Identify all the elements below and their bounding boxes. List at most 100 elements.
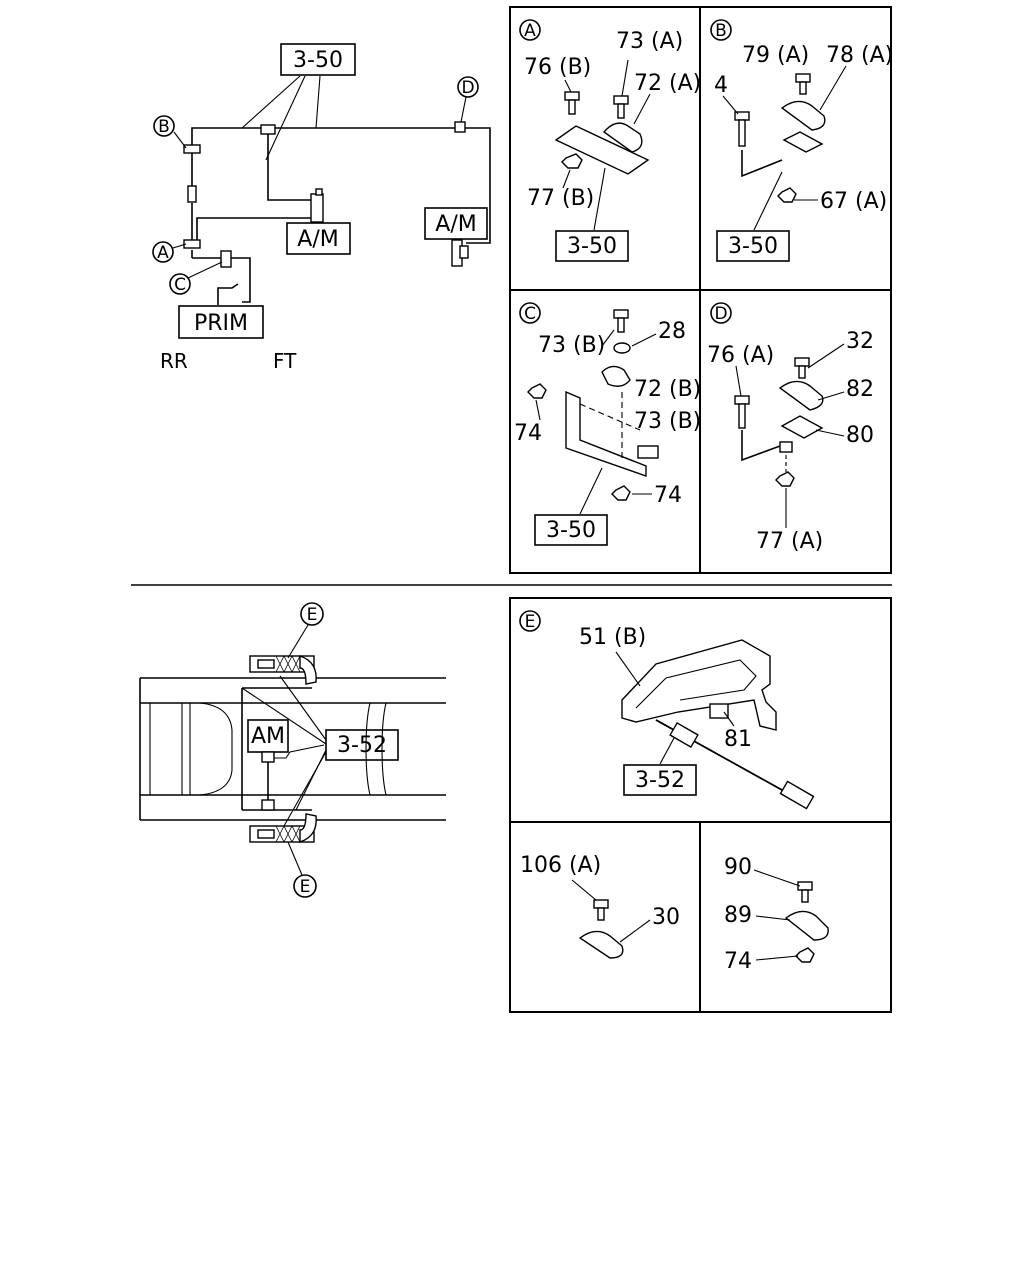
- panel-d-label-1: 76 (A): [707, 343, 774, 368]
- callout-a-label: A: [157, 243, 169, 263]
- bolt-icon: [613, 95, 629, 105]
- panel-b-label-1: 79 (A): [742, 43, 809, 68]
- panel-f-label-1: 106 (A): [520, 853, 601, 878]
- callout-c-label: C: [174, 275, 186, 295]
- detail-panel-e: E 51 (B) 81 3-52: [519, 610, 815, 810]
- panel-c-letter: C: [524, 304, 536, 324]
- panel-b-label-4: 67 (A): [820, 189, 887, 214]
- overview-ref-label: 3-50: [293, 48, 343, 73]
- bolt-icon: [709, 703, 729, 719]
- bolt-icon: [564, 91, 580, 101]
- prim-label: PRIM: [194, 311, 248, 336]
- nut-icon: [795, 947, 815, 963]
- am-left-label: A/M: [297, 227, 338, 252]
- panel-c-label-3: 72 (B): [634, 377, 701, 402]
- callout-e-top-label: E: [307, 605, 318, 625]
- am-box-right: [424, 207, 488, 240]
- panel-c-label-1: 73 (B): [538, 333, 605, 358]
- panel-e-label-1: 51 (B): [579, 625, 646, 650]
- panel-d-label-3: 82: [846, 377, 874, 402]
- panel-c-label-4: 74: [514, 421, 542, 446]
- bolt-icon: [593, 899, 609, 909]
- clip-icon: [578, 930, 624, 959]
- callout-c-circle: [169, 273, 191, 295]
- bracket-plate-icon: [554, 125, 650, 175]
- bolt-icon: [795, 73, 811, 83]
- panel-c-ref-box: [534, 514, 608, 546]
- bolt-icon: [797, 881, 813, 891]
- frame-view-diagram: AM 3-52 E E: [139, 602, 446, 898]
- panel-f-label-2: 30: [652, 905, 680, 930]
- fitting-icon: [669, 721, 699, 749]
- panel-b-letter: B: [715, 21, 727, 41]
- panel-c-label-6: 74: [654, 483, 682, 508]
- panel-a-label-1: 73 (A): [616, 29, 683, 54]
- clip-icon: [780, 100, 826, 131]
- detail-panel-f: 106 (A) 30: [520, 853, 680, 959]
- panel-e-letter: E: [525, 612, 536, 632]
- panel-b-label-2: 78 (A): [826, 43, 893, 68]
- panel-b-ref-label: 3-50: [728, 234, 778, 259]
- am-frame-label: AM: [251, 724, 285, 749]
- callout-b-label: B: [158, 117, 170, 137]
- panel-d-label-2: 32: [846, 329, 874, 354]
- panel-g-label-3: 74: [724, 949, 752, 974]
- panel-c-label-5: 73 (B): [634, 409, 701, 434]
- bolt-icon: [613, 309, 629, 319]
- bolt-icon: [794, 357, 810, 367]
- callout-b-circle: [153, 115, 175, 137]
- detail-panel-g: 90 89 74: [724, 855, 829, 974]
- am-right-label: A/M: [435, 212, 476, 237]
- frame-ref-box: [325, 729, 399, 761]
- callout-a-circle: [152, 241, 174, 263]
- panel-d-letter: D: [714, 304, 727, 324]
- panel-e-ref-box: [623, 764, 697, 796]
- detail-panel-c: C 73 (B) 28 72 (B) 74 73 (B) 74 3-50: [514, 302, 701, 546]
- panel-c-ref-label: 3-50: [546, 518, 596, 543]
- bracket-icon: [782, 131, 824, 153]
- clip-icon: [778, 380, 824, 411]
- panel-a-label-4: 77 (B): [527, 186, 594, 211]
- panel-e-ref-label: 3-52: [635, 768, 685, 793]
- panel-d-label-4: 80: [846, 423, 874, 448]
- rr-label: RR: [160, 349, 188, 373]
- am-box-left: [286, 222, 351, 255]
- panel-a-ref-box: [555, 230, 629, 262]
- panel-a-label-2: 76 (B): [524, 55, 591, 80]
- washer-icon: [613, 342, 631, 354]
- clip-icon: [784, 910, 829, 941]
- detail-panel-d: D 76 (A) 32 82 80 77 (A): [707, 302, 874, 554]
- callout-e-bottom-circle: [293, 874, 317, 898]
- detail-panel-b: B 79 (A) 78 (A) 4 67 (A) 3-50: [710, 19, 893, 262]
- clip-icon: [602, 122, 643, 153]
- clip-icon: [601, 365, 631, 387]
- bolt-icon: [734, 395, 750, 405]
- angle-bracket-icon: [565, 390, 647, 477]
- callout-e-top-circle: [300, 602, 324, 626]
- nut-icon: [527, 383, 547, 399]
- panel-e-label-2: 81: [724, 727, 752, 752]
- callout-d-circle: [457, 76, 479, 98]
- callout-d-label: D: [461, 78, 474, 98]
- panel-c-label-2: 28: [658, 319, 686, 344]
- nut-icon: [777, 187, 797, 203]
- panel-a-ref-label: 3-50: [567, 234, 617, 259]
- detail-panel-a: A 73 (A) 76 (B) 72 (A) 77 (B) 3-50: [519, 19, 701, 262]
- callout-e-bottom-label: E: [300, 877, 311, 897]
- overview-ref-box: [280, 43, 356, 76]
- panel-a-label-3: 72 (A): [634, 71, 701, 96]
- panel-a-letter: A: [524, 21, 536, 41]
- bracket-icon: [780, 415, 824, 439]
- bracket-icon: [621, 639, 777, 731]
- panel-b-ref-box: [716, 230, 790, 262]
- panel-b-label-3: 4: [714, 73, 728, 98]
- nut-icon: [561, 153, 583, 169]
- prim-box: [178, 305, 264, 339]
- ft-label: FT: [273, 349, 297, 373]
- panel-g-label-1: 90: [724, 855, 752, 880]
- frame-ref-label: 3-52: [337, 733, 387, 758]
- nut-icon: [611, 485, 631, 501]
- bolt-icon: [637, 445, 659, 459]
- nut-icon: [775, 471, 795, 487]
